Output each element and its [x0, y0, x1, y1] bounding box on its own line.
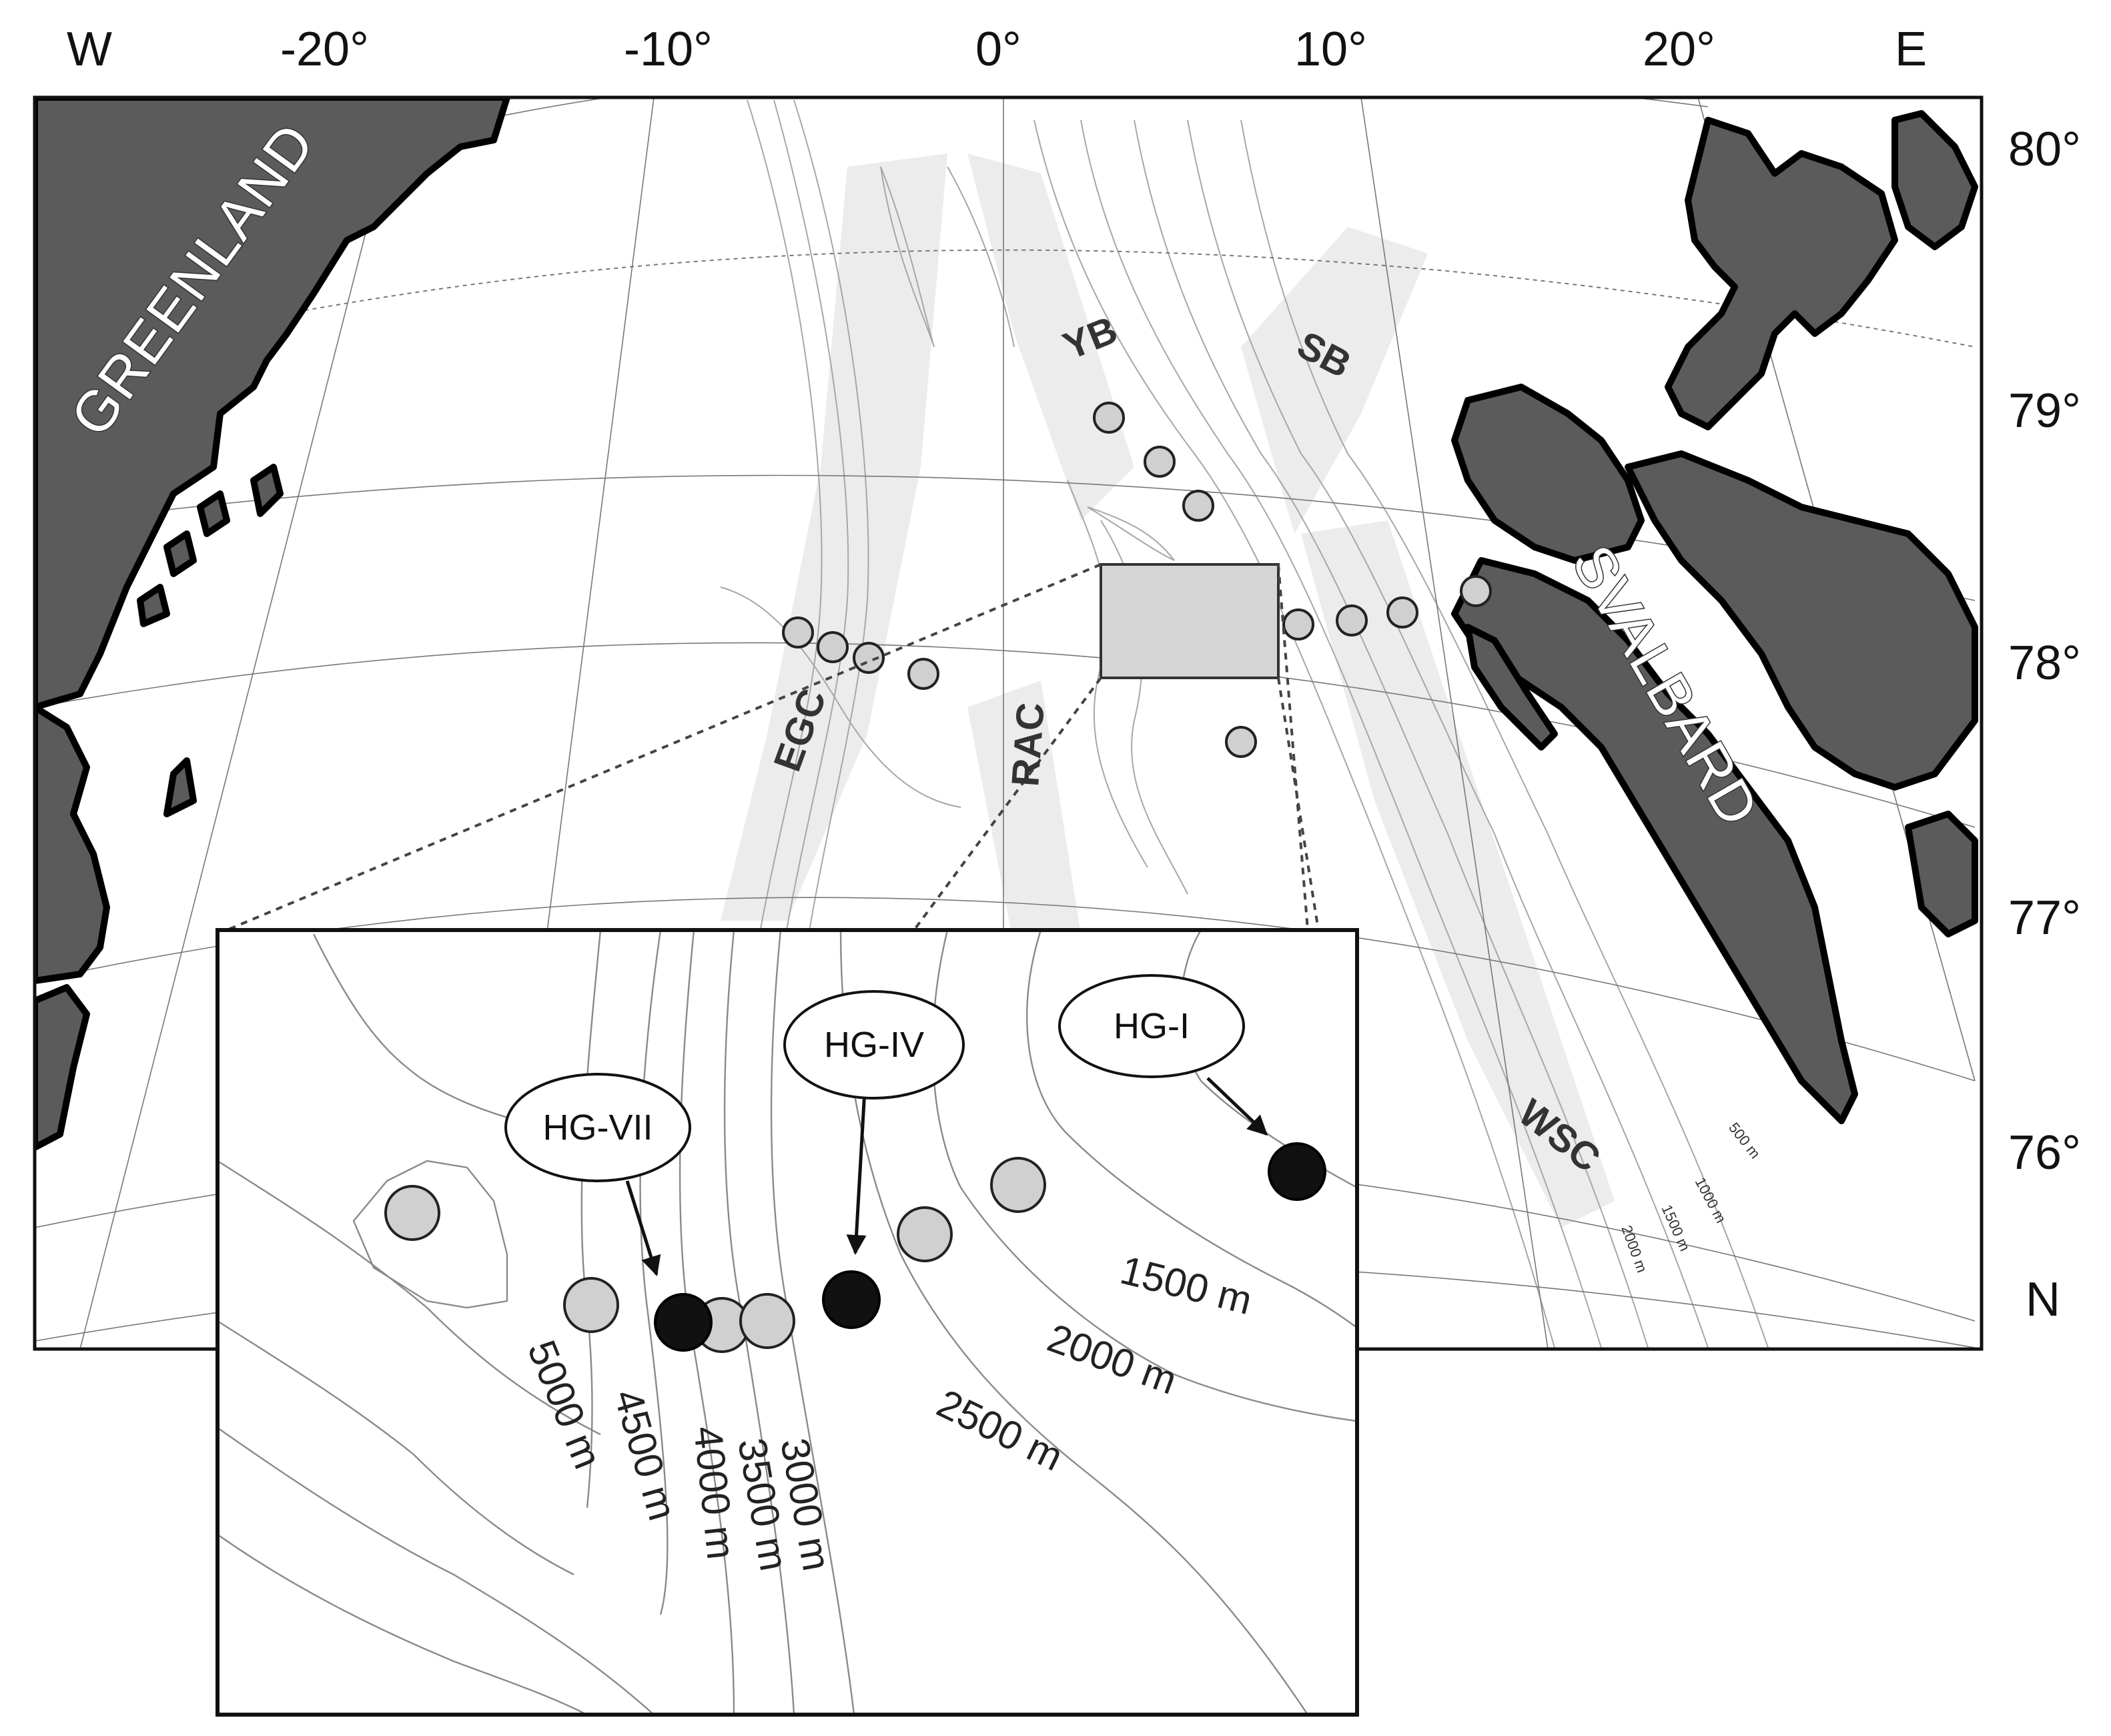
callout-hg-i: [1058, 974, 1245, 1078]
station-marker: [853, 642, 885, 674]
lat-tick-76: 76°: [2008, 1126, 2081, 1180]
lat-tick-78: 78°: [2008, 636, 2081, 690]
station-marker: [1225, 726, 1257, 758]
leader-hg-iv: [846, 1090, 867, 1255]
lon-tick-10: 10°: [1294, 23, 1367, 76]
north-label: N: [2026, 1273, 2060, 1326]
site-marker-hg-iv: [822, 1270, 881, 1329]
callout-hg-iv: [783, 990, 965, 1100]
callout-label-hg-iv: HG-IV: [824, 1025, 924, 1065]
longitude-axis: W -20° -10° 0° 10° 20° E: [67, 23, 1927, 76]
leader-hg-vii: [625, 1180, 661, 1276]
zoom-line: [1277, 564, 1309, 931]
lon-tick-minus20: -20°: [280, 23, 369, 76]
lat-tick-80: 80°: [2008, 123, 2081, 176]
station-marker: [1336, 604, 1368, 636]
inset-stations: [384, 1142, 1326, 1353]
callout-hg-vii: [504, 1073, 691, 1182]
inset-map-frame: [216, 928, 1359, 1717]
callout-label-hg-vii: HG-VII: [542, 1108, 653, 1148]
main-map: 500 m 1000 m 1500 m 2000 m YB SB EGC RAC…: [35, 97, 1982, 1349]
lon-tick-minus10: -10°: [624, 23, 713, 76]
zoom-line: [226, 563, 1102, 931]
leader-hg-i: [1206, 1077, 1268, 1136]
callout-label-hg-i: HG-I: [1114, 1006, 1190, 1046]
station-marker: [897, 1206, 953, 1262]
station-marker: [782, 616, 814, 648]
station-marker: [1144, 446, 1176, 478]
station-marker: [1386, 596, 1418, 628]
station-marker: [384, 1185, 440, 1241]
station-marker: [1460, 575, 1492, 607]
current-label-rac: RAC: [1003, 701, 1053, 788]
site-marker-hg-vii: [654, 1293, 713, 1352]
lat-tick-79: 79°: [2008, 384, 2081, 438]
station-marker: [739, 1293, 795, 1349]
lon-tick-0: 0°: [975, 23, 1021, 76]
east-label: E: [1895, 23, 1927, 76]
study-area-box: [1100, 563, 1280, 679]
svalbard: [1451, 110, 1978, 1124]
station-marker: [1282, 608, 1314, 640]
zoom-line: [913, 677, 1102, 931]
lat-tick-77: 77°: [2008, 891, 2081, 945]
lon-tick-20: 20°: [1643, 23, 1715, 76]
station-marker: [1093, 402, 1125, 434]
latitude-axis: 80° 79° 78° 77° 76° N: [2008, 123, 2081, 1326]
west-label: W: [67, 23, 112, 76]
current-bands: [721, 153, 1615, 1228]
station-marker: [563, 1277, 619, 1333]
station-marker: [1182, 490, 1214, 522]
station-marker: [907, 658, 939, 690]
site-callouts: HG-VII HG-IV HG-I: [504, 974, 1268, 1276]
inset-map: 1500 m 2000 m 2500 m 3000 m 3500 m 4000 …: [216, 928, 1359, 1717]
greenland: [35, 97, 510, 1151]
station-marker: [817, 631, 849, 663]
site-marker-hg-i: [1268, 1142, 1326, 1201]
station-marker: [990, 1157, 1046, 1213]
